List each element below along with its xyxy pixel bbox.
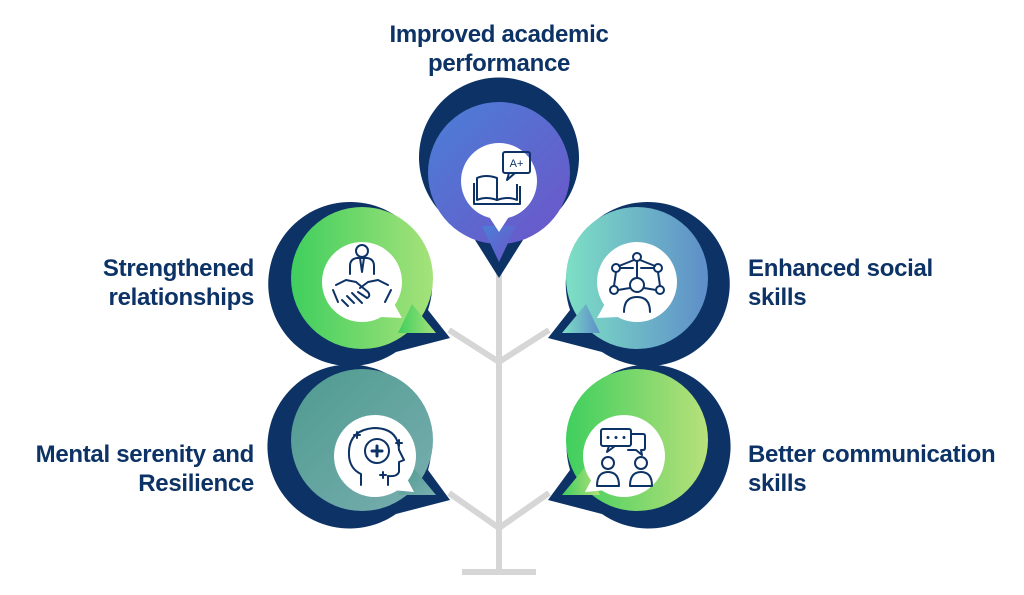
label-line: Strengthened [102,255,254,282]
handshake-icon [332,244,392,307]
grade-text: A+ [510,158,524,170]
label-enhanced-social: Enhanced social skills [748,254,1008,312]
label-strengthened-relationships: Strengthened relationships [40,254,254,312]
pin-improved-academic: A+ [419,77,579,278]
label-line: Better communication [748,441,996,468]
label-line: Improved academic [389,21,609,48]
label-line: relationships [108,284,255,311]
conversation-icon [596,428,653,487]
label-line: skills [748,470,807,497]
label-mental-serenity: Mental serenity and Resilience [4,440,255,498]
label-better-communication: Better communication skills [748,440,1018,498]
label-line: performance [427,50,571,77]
pin-strengthened-relationships [268,201,450,366]
label-line: Mental serenity and [35,441,255,468]
pin-better-communication [548,364,731,529]
label-line: Resilience [138,470,254,497]
social-network-icon [609,252,665,313]
pin-mental-serenity [267,364,450,529]
tree-trunk [447,270,551,575]
label-line: skills [748,284,807,311]
label-improved-academic: Improved academic performance [340,20,658,78]
pin-enhanced-social [548,201,730,366]
mental-health-head-icon [347,427,405,486]
book-grade-icon: A+ [473,151,531,205]
label-line: Enhanced social [748,255,933,282]
